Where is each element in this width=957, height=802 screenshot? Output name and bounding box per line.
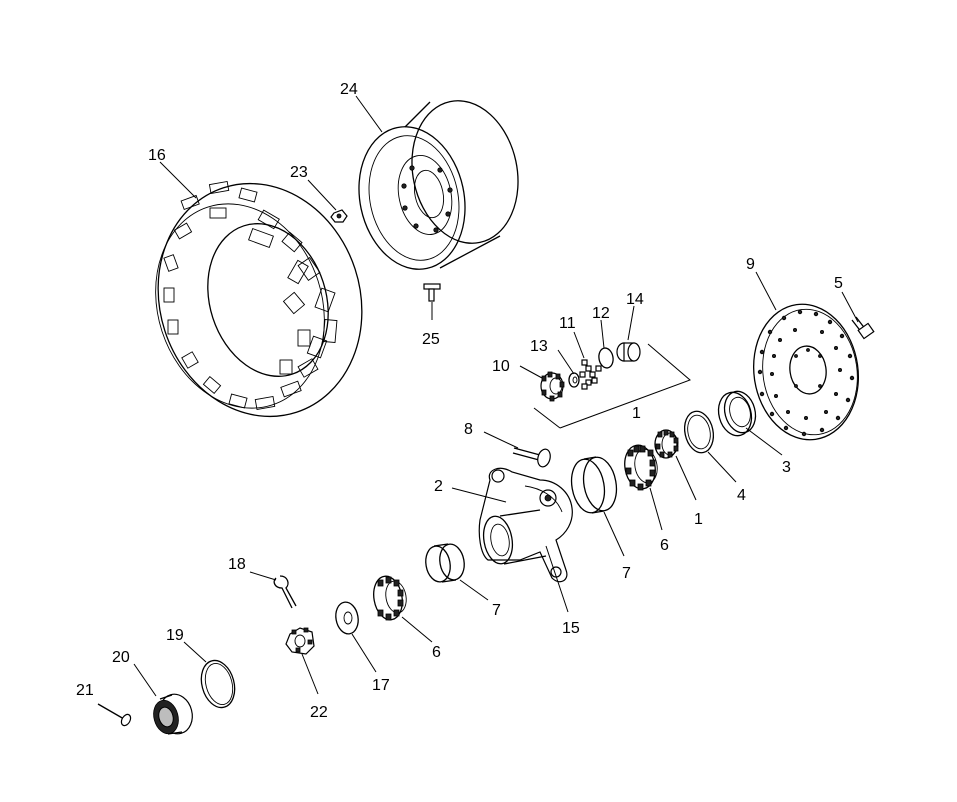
callout-1-top: 1	[632, 405, 641, 422]
callout-7-left: 7	[492, 602, 501, 619]
callout-20: 20	[112, 649, 130, 666]
callout-24: 24	[340, 81, 358, 98]
bearing-part-1[interactable]	[654, 429, 679, 459]
roller-cage-part-11	[579, 359, 602, 390]
knuckle-part-2[interactable]	[478, 467, 573, 583]
callout-3: 3	[782, 459, 791, 476]
callout-labels: 16 23 24 25 9 5 14 12 11 13 10 1 3 4 1 6…	[76, 81, 843, 721]
taper-bearing-part-6-outer[interactable]	[370, 574, 408, 622]
castle-nut-part-22[interactable]	[285, 627, 315, 655]
callout-13: 13	[530, 338, 548, 355]
o-ring-part-19[interactable]	[196, 657, 239, 712]
stud-part-25[interactable]	[423, 283, 441, 302]
callout-11: 11	[559, 315, 576, 332]
washer-part-13	[568, 372, 580, 388]
race-part-7-outer[interactable]	[423, 542, 467, 584]
callout-7-right: 7	[622, 565, 631, 582]
brake-disc-part-9[interactable]	[745, 297, 867, 446]
callout-9: 9	[746, 256, 755, 273]
bolt-part-5[interactable]	[851, 316, 875, 340]
nut-part-10	[540, 371, 565, 402]
callout-6-right: 6	[660, 537, 669, 554]
callout-2: 2	[434, 478, 443, 495]
taper-bearing-part-6-inner[interactable]	[621, 443, 659, 492]
callout-5: 5	[834, 275, 843, 292]
hub-cap-part-20[interactable]	[150, 691, 197, 738]
cap-part-14	[616, 342, 641, 362]
callout-22: 22	[310, 704, 328, 721]
callout-10: 10	[492, 358, 510, 375]
callout-6-left: 6	[432, 644, 441, 661]
rim-part-24[interactable]	[346, 91, 531, 279]
callout-18: 18	[228, 556, 246, 573]
screw-part-21[interactable]	[97, 703, 132, 727]
cotter-pin-part-18[interactable]	[273, 575, 297, 609]
callout-23: 23	[290, 164, 308, 181]
bearing-subassembly-1[interactable]	[533, 342, 691, 429]
callout-16: 16	[148, 147, 166, 164]
callout-21: 21	[76, 682, 94, 699]
tire-part-16[interactable]	[128, 157, 391, 443]
o-ring-part-12	[598, 347, 614, 369]
callout-1-bottom: 1	[694, 511, 703, 528]
callout-8: 8	[464, 421, 473, 438]
race-part-7-inner[interactable]	[568, 455, 621, 516]
callout-4: 4	[737, 487, 746, 504]
callout-14: 14	[626, 291, 644, 308]
washer-part-17[interactable]	[333, 600, 360, 635]
callout-12: 12	[592, 305, 610, 322]
bolt-part-8[interactable]	[512, 447, 552, 468]
valve-part-23[interactable]	[330, 209, 348, 223]
leader-lines	[133, 95, 859, 697]
callout-17: 17	[372, 677, 390, 694]
callout-15: 15	[562, 620, 580, 637]
seal-part-3[interactable]	[714, 388, 760, 440]
callout-19: 19	[166, 627, 184, 644]
callout-25: 25	[422, 331, 440, 348]
washer-part-4[interactable]	[681, 409, 717, 456]
